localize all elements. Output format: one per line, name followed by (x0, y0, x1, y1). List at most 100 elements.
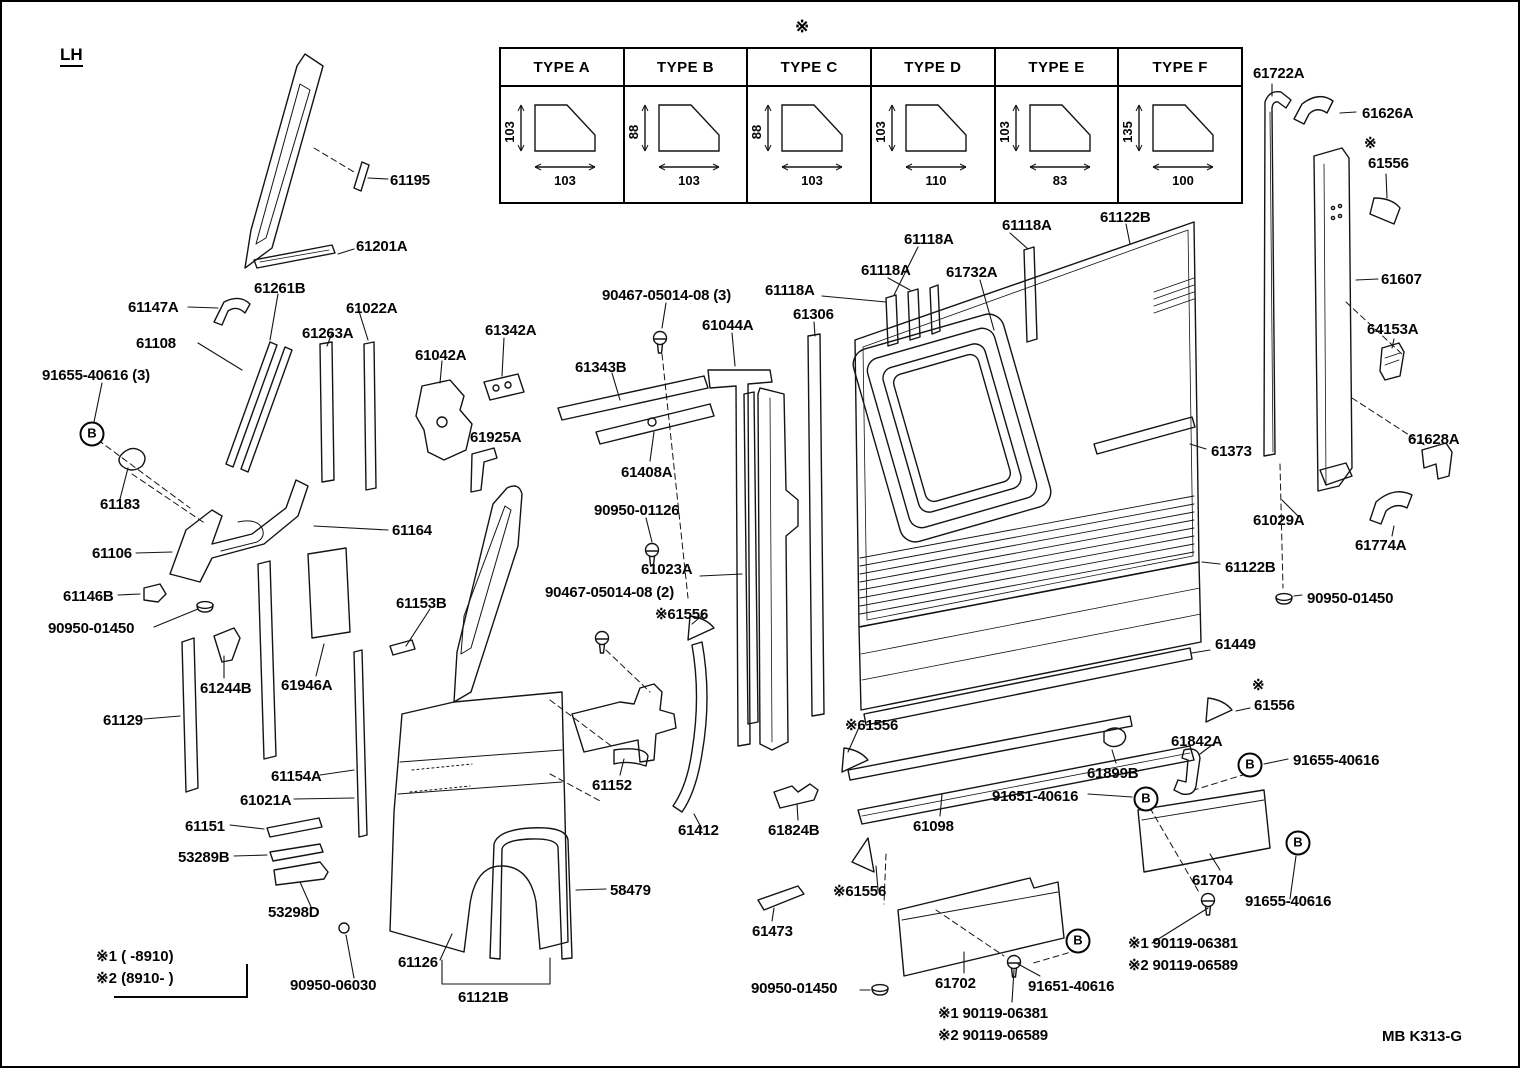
part-label: 64153A (1367, 321, 1419, 338)
part-label: 61022A (346, 300, 398, 317)
part-61342A (483, 373, 525, 401)
part-61154A (257, 560, 277, 760)
part-label: 91655-40616 (1293, 752, 1380, 769)
part-61925A (470, 447, 498, 493)
part-61704 (1137, 789, 1271, 873)
type-table-column: TYPE C 88 103 (748, 49, 873, 202)
seal-width-value: 103 (554, 173, 576, 188)
part-61023A (757, 387, 799, 751)
part-label: 61106 (92, 545, 132, 562)
part-61702 (897, 877, 1065, 977)
type-table-header: TYPE F (1119, 49, 1242, 87)
seal-shape (905, 104, 967, 152)
part-label: 61021A (240, 792, 292, 809)
part-61626A (1293, 96, 1334, 125)
type-table-header: TYPE E (995, 49, 1118, 87)
screw-90119-right (1200, 892, 1216, 916)
part-label: 61261B (254, 280, 306, 297)
type-table-column: TYPE B 88 103 (624, 49, 749, 202)
type-table: TYPE A 103 103 TYPE B (499, 47, 1243, 204)
part-61164-61106 (169, 479, 309, 583)
part-61121B-bracket (441, 957, 551, 985)
part-label: ※1 90119-06381 (938, 1005, 1048, 1022)
part-label: 61108 (136, 335, 176, 352)
part-53298D (273, 861, 329, 886)
footnotes: ※1 ( -8910) ※2 (8910- ) (96, 946, 174, 990)
part-label: 61152 (592, 777, 632, 794)
part-label: ※ (1252, 677, 1265, 694)
part-label: 61408A (621, 464, 673, 481)
part-label: ※2 90119-06589 (938, 1027, 1048, 1044)
part-61306 (807, 333, 825, 717)
part-61153B (389, 639, 416, 656)
part-grommet-bottom (871, 983, 889, 996)
type-table-header: TYPE B (624, 49, 747, 87)
part-label: 61343B (575, 359, 627, 376)
part-61449 (863, 647, 1193, 726)
part-label: 91651-40616 (992, 788, 1079, 805)
part-label: ※ (1364, 135, 1377, 152)
part-61108-61261B (225, 341, 293, 473)
part-61556-wedge (851, 837, 875, 873)
part-61021A (353, 649, 368, 838)
type-table-header: TYPE D (872, 49, 994, 87)
part-61412 (672, 641, 708, 813)
part-61899B (1103, 727, 1127, 748)
part-61556-wedge (1205, 697, 1233, 723)
part-53289B (269, 843, 324, 862)
dashed-lines (97, 147, 1427, 965)
part-61373 (1093, 416, 1196, 455)
part-label: 90950-01450 (751, 980, 838, 997)
orientation-label: LH (60, 46, 83, 67)
part-61147A (213, 297, 251, 326)
table-note-symbol: ※ (795, 17, 810, 36)
part-label: 61029A (1253, 512, 1305, 529)
part-61628A (1421, 442, 1453, 480)
part-61201A (253, 244, 336, 269)
part-61122B-panel (854, 221, 1202, 711)
type-table-column: TYPE F 135 100 (1119, 49, 1242, 202)
part-label: 61946A (281, 677, 333, 694)
part-61556-wedge (1369, 197, 1401, 225)
part-label: 61153B (396, 595, 447, 612)
part-61044A (707, 369, 773, 747)
seal-shape (781, 104, 844, 152)
part-label: 90467-05014-08 (3) (602, 287, 731, 304)
part-label: 61118A (861, 262, 911, 279)
part-label: 61154A (271, 768, 322, 785)
part-61824B (773, 783, 819, 809)
part-61556-wedge (841, 747, 869, 773)
type-table-header: TYPE A (501, 49, 623, 87)
part-label: 58479 (610, 882, 651, 899)
part-61098 (857, 745, 1195, 825)
footnote-2: ※2 (8910- ) (96, 969, 174, 987)
part-label: 61556 (1368, 155, 1409, 172)
part-label: 61146B (63, 588, 114, 605)
part-61151 (266, 817, 323, 838)
part-label: 61183 (100, 496, 140, 513)
part-label: 91651-40616 (1028, 978, 1115, 995)
part-label: 61042A (415, 347, 467, 364)
footnote-bracket (114, 964, 248, 998)
part-label: 90950-01126 (594, 502, 680, 519)
part-grommet-right (1275, 592, 1293, 605)
part-label: 61023A (641, 561, 693, 578)
seal-shape (1028, 104, 1091, 152)
part-label: 61628A (1408, 431, 1460, 448)
bolt-marker-b: B (1133, 786, 1159, 812)
seal-width-value: 83 (1052, 173, 1066, 188)
type-table-column: TYPE E 103 83 (995, 49, 1120, 202)
part-label: 61732A (946, 264, 998, 281)
part-label: 90467-05014-08 (2) (545, 584, 674, 601)
part-label: 61122B (1100, 209, 1151, 226)
part-label: 61263A (302, 325, 354, 342)
part-label: 91655-40616 (3) (42, 367, 150, 384)
bolt-marker-b: B (79, 421, 105, 447)
part-label: 61121B (458, 989, 509, 1006)
part-label: 61201A (356, 238, 408, 255)
part-label: 61774A (1355, 537, 1407, 554)
part-label: ※1 90119-06381 (1128, 935, 1238, 952)
part-a-pillar-frame (244, 53, 324, 269)
part-label: ※61556 (655, 606, 709, 623)
